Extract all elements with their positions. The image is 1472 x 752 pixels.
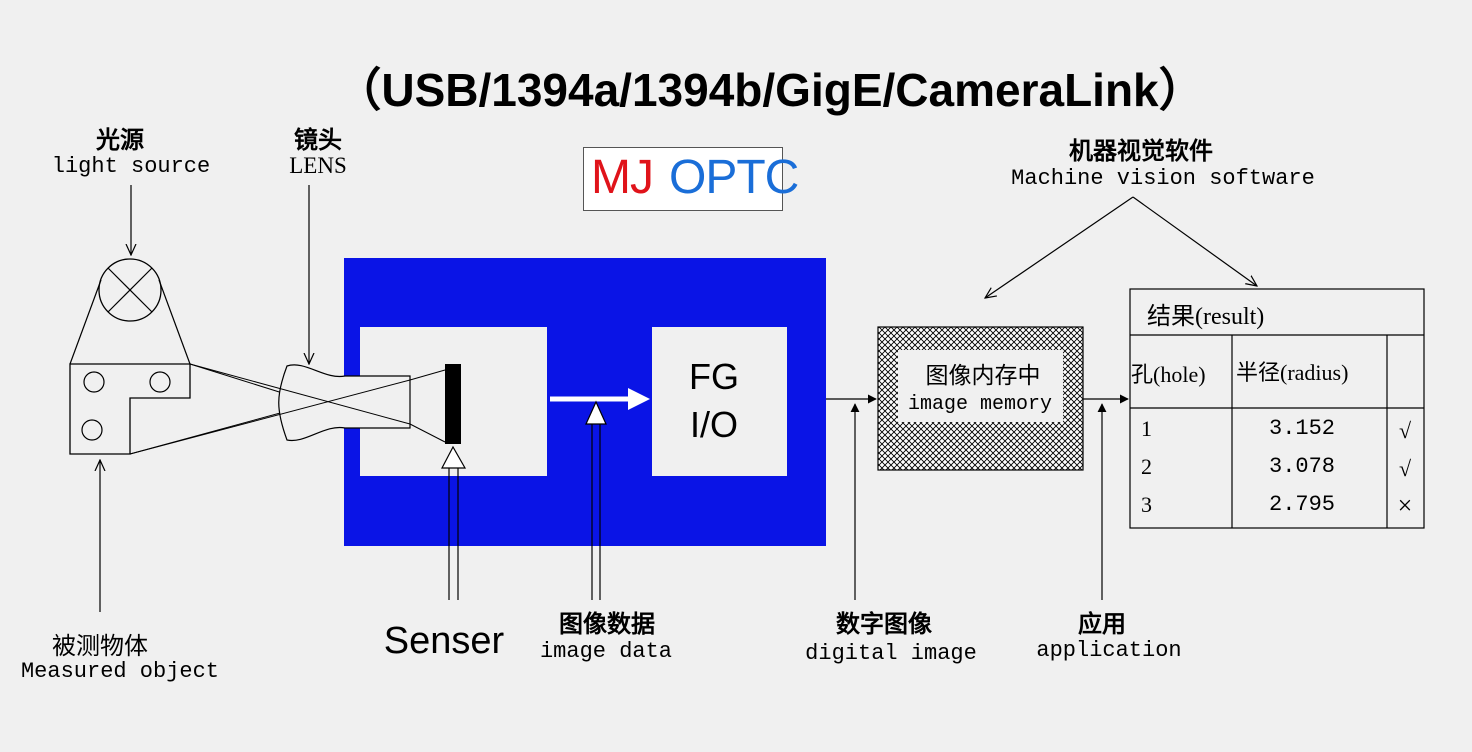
senser-label: Senser	[383, 620, 505, 662]
result-table-header: 结果(result)	[1147, 304, 1265, 330]
image-sensor	[445, 364, 461, 444]
io-label: I/O	[689, 404, 739, 445]
table-row-2-radius: 3.078	[1268, 454, 1336, 479]
table-row-3-hole: 3	[1141, 492, 1152, 517]
image-memory-label-zh: 图像内存中	[925, 363, 1041, 389]
image-data-pointer	[585, 400, 607, 600]
machine-vision-label-zh: 机器视觉软件	[1069, 137, 1213, 165]
measured-object-label-en: Measured object	[20, 659, 220, 684]
table-row-1-check-icon: √	[1398, 418, 1412, 443]
application-label-zh: 应用	[1078, 610, 1126, 638]
light-source-lamp	[69, 258, 191, 365]
logo-text-red: MJ	[591, 151, 654, 204]
image-data-label-zh: 图像数据	[559, 610, 655, 638]
table-row-3-radius: 2.795	[1268, 492, 1336, 517]
page-title: （USB/1394a/1394b/GigE/CameraLink）	[335, 64, 1205, 116]
light-source-label-zh: 光源	[96, 126, 144, 154]
result-table-grid	[1129, 288, 1425, 529]
image-memory-label-en: image memory	[907, 393, 1053, 416]
column-header-hole: 孔(hole)	[1131, 362, 1206, 387]
digital-image-label-zh: 数字图像	[836, 610, 932, 638]
column-header-radius: 半径(radius)	[1236, 360, 1349, 385]
lens-shape	[129, 363, 446, 455]
measured-object-part	[69, 363, 191, 455]
software-to-result-arrow	[1132, 196, 1257, 286]
image-memory-label-area	[898, 350, 1063, 422]
image-data-label-en: image data	[539, 639, 673, 664]
table-row-2-hole: 2	[1141, 454, 1152, 479]
image-data-flow-arrow	[550, 388, 650, 410]
light-source-label-en: light source	[51, 154, 211, 179]
mjoptc-logo: MJ OPTC	[583, 147, 799, 211]
table-row-2-check-icon: √	[1398, 456, 1412, 481]
measured-object-label-zh: 被测物体	[52, 632, 148, 660]
logo-text-blue: OPTC	[669, 151, 799, 204]
machine-vision-label-en: Machine vision software	[1011, 166, 1315, 191]
table-row-1-radius: 3.152	[1268, 416, 1336, 441]
table-row-1-hole: 1	[1141, 416, 1152, 441]
lens-label-zh: 镜头	[294, 126, 342, 154]
digital-image-label-en: digital image	[805, 641, 977, 666]
fg-label: FG	[689, 356, 739, 397]
lens-label-en: LENS	[289, 153, 347, 178]
senser-pointer	[441, 445, 467, 600]
frame-grabber-box	[652, 327, 787, 476]
application-label-en: application	[1036, 638, 1182, 663]
table-row-3-cross-icon: ×	[1397, 491, 1413, 520]
software-to-memory-arrow	[985, 196, 1134, 298]
